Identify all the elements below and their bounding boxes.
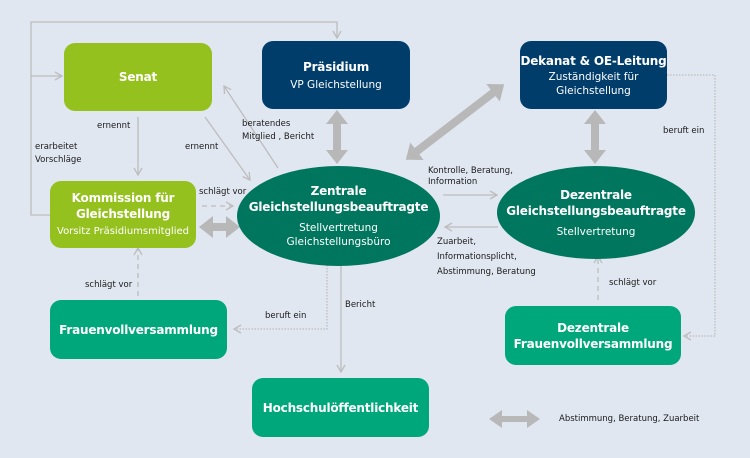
node-hochschule-title: Hochschulöffentlichkeit [262, 400, 419, 415]
connector-zentrale-frauenvv-dotted [232, 265, 328, 334]
node-dekanat[interactable]: Dekanat & OE-Leitung Zuständigkeit für G… [520, 41, 667, 109]
node-kommission-subtitle: Vorsitz Präsidiumsmitglied [57, 226, 189, 237]
legend-label: Abstimmung, Beratung, Zuarbeit [559, 414, 700, 424]
label-schlaegt-vor-kommission: schlägt vor [199, 187, 247, 197]
node-dezentrale-frauenvollversammlung[interactable]: Dezentrale Frauenvollversammlung [505, 306, 681, 365]
double-arrow-zentrale-dekanat [405, 84, 505, 160]
label-bericht: Bericht [345, 300, 376, 310]
node-dekanat-subtitle: Zuständigkeit für Gleichstellung [548, 70, 639, 97]
label-kontrolle-beratung: Kontrolle, Beratung, Information [428, 166, 513, 187]
node-kommission[interactable]: Kommission für Gleichstellung Vorsitz Pr… [50, 181, 196, 248]
label-beruft-ein-dekanat: beruft ein [663, 126, 705, 136]
double-arrow-dekanat-dezentrale [584, 110, 606, 164]
label-erarbeitet-vorschlaege: erarbeitet Vorschläge [35, 142, 82, 165]
node-frauenvollversammlung[interactable]: Frauenvollversammlung [50, 300, 227, 359]
node-senat-title: Senat [118, 70, 158, 84]
node-senat[interactable]: Senat [64, 43, 212, 111]
label-ernennt-kommission: ernennt [97, 121, 131, 131]
node-hochschuloeffentlichkeit[interactable]: Hochschulöffentlichkeit [252, 378, 429, 437]
node-praesidium-title: Präsidium [302, 59, 370, 74]
node-dez-frauenvv-title: Dezentrale Frauenvollversammlung [513, 320, 673, 351]
label-schlaegt-vor-dezentrale: schlägt vor [609, 278, 657, 288]
label-schlaegt-vor-frauenvv: schlägt vor [85, 280, 133, 290]
label-zuarbeit: Zuarbeit, Informationsplicht, Abstimmung… [437, 237, 536, 277]
node-praesidium[interactable]: Präsidium VP Gleichstellung [262, 41, 410, 109]
connector-kommission-loop [30, 21, 342, 216]
double-arrow-kommission-zentrale [199, 216, 240, 238]
node-dezentrale-title: Dezentrale Gleichstellungsbeauftragte [506, 187, 686, 218]
node-dezentrale-subtitle: Stellvertretung [556, 225, 636, 238]
node-zentrale-subtitle: Stellvertretung Gleichstellungsbüro [286, 222, 391, 248]
connector-dekanat-dezfrauenvv-dotted [667, 74, 716, 341]
label-beruft-ein-frauenvv: beruft ein [265, 311, 307, 321]
double-arrow-praesidium-zentrale [326, 110, 348, 164]
node-zentrale-title: Zentrale Gleichstellungsbeauftragte [248, 184, 429, 214]
label-ernennt-zentrale: ernennt [185, 142, 219, 152]
label-beratendes-mitglied: beratendes Mitglied , Bericht [242, 119, 315, 142]
node-zentrale-gleichstellungsbeauftragte[interactable]: Zentrale Gleichstellungsbeauftragte Stel… [237, 166, 440, 266]
node-dezentrale-gleichstellungsbeauftragte[interactable]: Dezentrale Gleichstellungsbeauftragte St… [497, 166, 695, 259]
connector-senat-zentrale [204, 116, 251, 182]
node-praesidium-subtitle: VP Gleichstellung [290, 78, 382, 91]
node-frauenvv-title: Frauenvollversammlung [59, 322, 218, 337]
node-dekanat-title: Dekanat & OE-Leitung [520, 53, 667, 68]
connector-zentrale-senat [223, 84, 279, 169]
legend-double-arrow-icon [489, 410, 540, 428]
node-kommission-title: Kommission für Gleichstellung [71, 191, 175, 221]
